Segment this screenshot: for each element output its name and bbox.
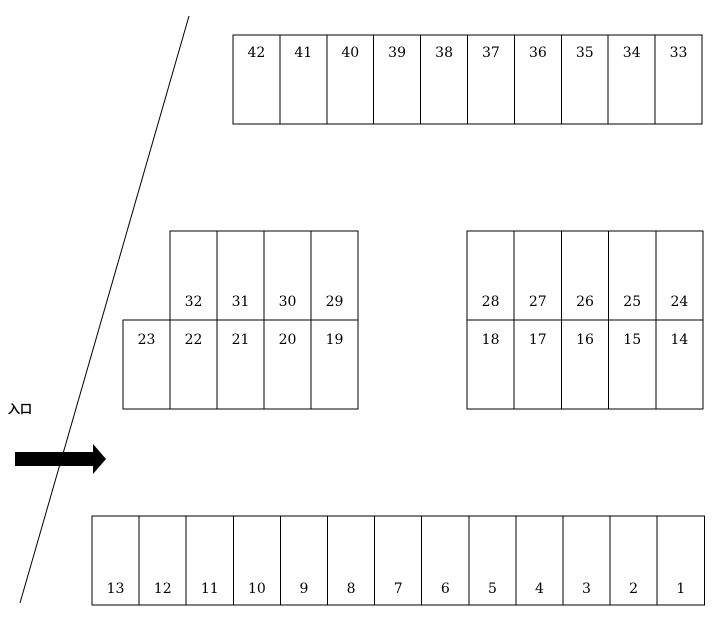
parking-space-label-26: 26 (576, 294, 594, 310)
parking-space-label-1: 1 (676, 581, 685, 597)
parking-space-label-30: 30 (279, 294, 297, 310)
middle-left-lower-row: 23 22 21 20 19 (122, 319, 359, 410)
entrance-arrow-icon (15, 444, 106, 474)
parking-space-label-15: 15 (623, 332, 641, 348)
middle-right-lower-row: 18 17 16 15 14 (466, 319, 704, 410)
bottom-row: 13 12 11 10 9 8 7 6 5 4 3 2 1 (91, 515, 705, 606)
entrance-label: 入口 (8, 402, 33, 416)
parking-space-label-7: 7 (394, 581, 403, 597)
parking-space-label-18: 18 (482, 332, 500, 348)
parking-space-label-38: 38 (435, 45, 453, 61)
parking-space-label-10: 10 (248, 581, 266, 597)
parking-space-label-4: 4 (535, 581, 544, 597)
parking-space-label-3: 3 (582, 581, 591, 597)
parking-space-label-31: 31 (232, 294, 250, 310)
parking-space-label-34: 34 (623, 45, 641, 61)
parking-space-label-33: 33 (670, 45, 688, 61)
parking-space-label-40: 40 (341, 45, 359, 61)
parking-space-label-37: 37 (482, 45, 500, 61)
parking-space-33 (654, 34, 703, 125)
parking-space-label-35: 35 (576, 45, 594, 61)
parking-space-label-36: 36 (529, 45, 547, 61)
parking-space-label-12: 12 (154, 581, 172, 597)
parking-space-label-8: 8 (347, 581, 356, 597)
middle-right-upper-row: 28 27 26 25 24 (466, 230, 704, 321)
parking-space-label-14: 14 (670, 332, 688, 348)
parking-space-14 (655, 319, 704, 410)
parking-space-label-5: 5 (488, 581, 497, 597)
middle-left-upper-row: 32 31 30 29 (169, 230, 359, 321)
parking-space-label-41: 41 (294, 45, 312, 61)
parking-space-label-28: 28 (482, 294, 500, 310)
boundary-line (19, 15, 190, 604)
parking-space-label-29: 29 (326, 294, 344, 310)
parking-space-1 (656, 515, 705, 606)
parking-space-label-27: 27 (529, 294, 547, 310)
parking-space-label-20: 20 (279, 332, 297, 348)
parking-space-label-25: 25 (623, 294, 641, 310)
top-row: 42 41 40 39 38 37 36 35 34 33 (232, 34, 703, 125)
parking-space-label-32: 32 (185, 294, 203, 310)
parking-space-label-13: 13 (107, 581, 125, 597)
parking-space-label-17: 17 (529, 332, 547, 348)
parking-space-label-9: 9 (299, 581, 308, 597)
parking-space-label-2: 2 (629, 581, 638, 597)
parking-space-label-24: 24 (670, 294, 688, 310)
parking-space-label-21: 21 (232, 332, 250, 348)
parking-space-label-22: 22 (185, 332, 203, 348)
parking-space-label-6: 6 (441, 581, 450, 597)
parking-space-19 (310, 319, 359, 410)
parking-space-label-11: 11 (201, 581, 219, 597)
parking-space-label-42: 42 (247, 45, 265, 61)
parking-space-label-23: 23 (138, 332, 156, 348)
parking-space-label-16: 16 (576, 332, 594, 348)
parking-space-label-19: 19 (326, 332, 344, 348)
parking-space-label-39: 39 (388, 45, 406, 61)
